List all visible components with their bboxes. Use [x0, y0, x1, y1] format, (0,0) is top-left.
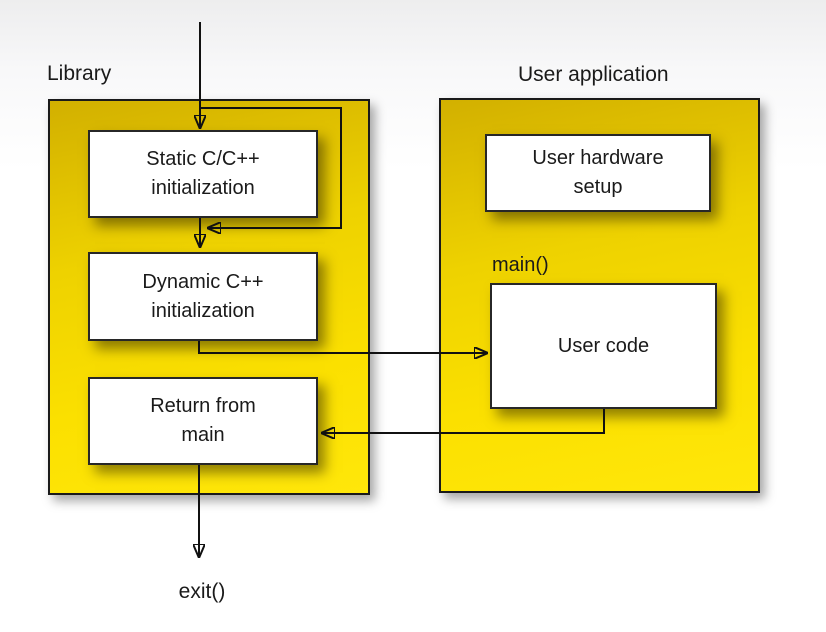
node-dynamic-initialization: Dynamic C++ initialization — [88, 252, 318, 341]
main-function-label: main() — [492, 254, 549, 276]
library-panel-title: Library — [47, 62, 112, 85]
node-user-hardware-setup: User hardware setup — [485, 134, 711, 212]
node-user-code: User code — [490, 283, 717, 409]
node-return-from-main: Return from main — [88, 377, 318, 465]
node-static-initialization: Static C/C++ initialization — [88, 130, 318, 218]
user-application-panel-title: User application — [518, 63, 669, 86]
exit-function-label: exit() — [178, 580, 226, 603]
